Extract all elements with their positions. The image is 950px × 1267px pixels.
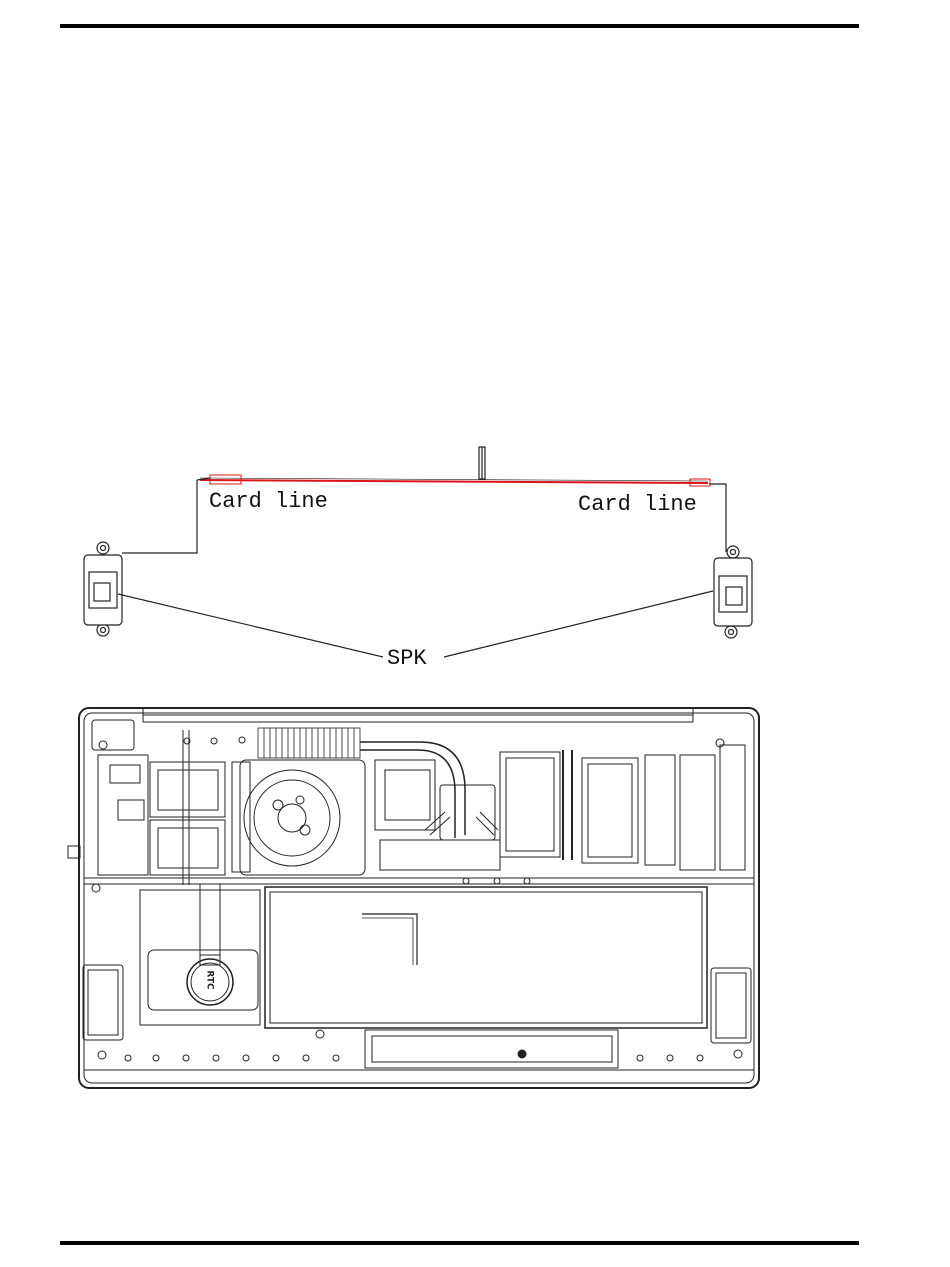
spk-leader-left bbox=[118, 594, 383, 657]
cable-route-right bbox=[709, 484, 726, 552]
heatsink-fins bbox=[258, 728, 360, 758]
cooling-fan bbox=[240, 760, 365, 875]
laptop-base-drawing bbox=[68, 708, 759, 1088]
speaker-cable-drawing bbox=[84, 447, 752, 657]
heat-pipe bbox=[360, 742, 465, 838]
spk-leader-right bbox=[444, 591, 713, 657]
left-speaker-icon bbox=[84, 542, 122, 636]
cable-connector bbox=[479, 447, 485, 479]
card-line-label-left: Card line bbox=[209, 491, 328, 513]
right-speaker-icon bbox=[714, 546, 752, 638]
spk-label: SPK bbox=[387, 648, 427, 670]
cable-route bbox=[122, 480, 197, 553]
ssd-slot bbox=[680, 755, 715, 870]
card-line-label-right: Card line bbox=[578, 494, 697, 516]
rtc-mark: RTC bbox=[205, 970, 215, 989]
memory-modules bbox=[500, 750, 638, 863]
base-left-speaker bbox=[83, 965, 123, 1040]
base-right-speaker bbox=[711, 968, 751, 1043]
battery-pack bbox=[265, 887, 707, 1028]
memory-shield-grid bbox=[150, 762, 250, 875]
